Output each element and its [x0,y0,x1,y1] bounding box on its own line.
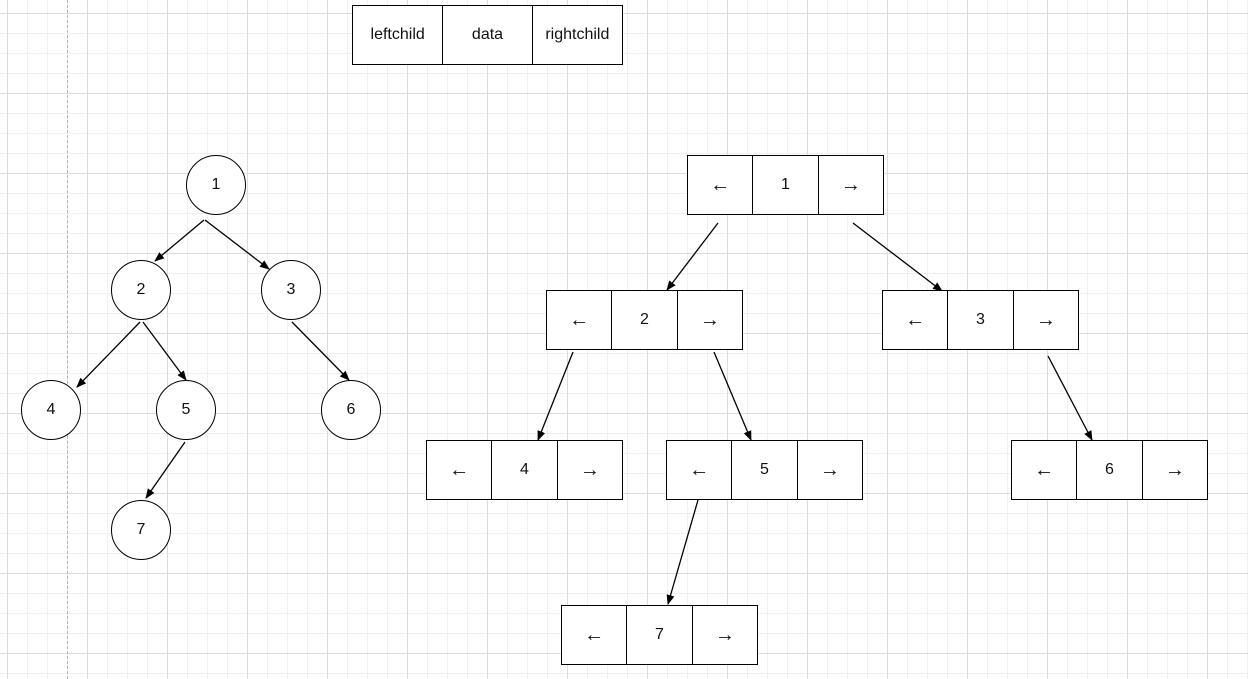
tree-node-4: 4 [21,380,81,440]
left-pointer-cell: ← [1034,458,1055,481]
tree-node-6: 6 [321,380,381,440]
pointer-edge-2-5 [713,351,752,441]
tree-node-7: 7 [111,500,171,560]
linked-node-4: ← 4 → [426,440,623,500]
edges-layer [76,219,1093,605]
linked-node-6: ← 6 → [1011,440,1208,500]
tree-edge-3-6 [291,321,350,381]
right-pointer-cell: → [1141,441,1207,499]
right-pointer-cell: → [556,441,622,499]
data-cell: 1 [752,156,817,214]
right-pointer-cell: → [691,606,757,664]
data-cell: 7 [626,606,691,664]
right-pointer-cell: → [796,441,862,499]
tree-edge-1-2 [154,219,205,262]
linked-node-3: ← 3 → [882,290,1079,350]
data-cell: 4 [491,441,556,499]
left-pointer-cell: ← [905,308,926,331]
data-cell: 6 [1076,441,1141,499]
legend-record: leftchild data rightchild [352,5,623,65]
left-pointer-cell: ← [689,458,710,481]
legend-data-field: data [442,6,531,64]
right-pointer-cell: → [817,156,883,214]
legend-leftchild-field: leftchild [370,26,425,43]
page-divider [67,0,68,679]
linked-node-7: ← 7 → [561,605,758,665]
pointer-edge-5-7 [666,499,699,605]
left-pointer-cell: ← [584,623,605,646]
tree-edge-2-4 [76,321,141,388]
linked-node-5: ← 5 → [666,440,863,500]
right-pointer-cell: → [1012,291,1078,349]
tree-node-3: 3 [261,260,321,320]
linked-node-2: ← 2 → [546,290,743,350]
left-pointer-cell: ← [449,458,470,481]
pointer-edge-2-4 [537,351,574,441]
linked-node-1: ← 1 → [687,155,884,215]
tree-edge-2-5 [142,321,187,381]
legend-rightchild-field: rightchild [531,6,622,64]
tree-edge-1-3 [204,219,270,270]
tree-edge-5-7 [145,441,186,499]
tree-node-2: 2 [111,260,171,320]
left-pointer-cell: ← [569,308,590,331]
pointer-edge-1-2 [666,222,719,291]
data-cell: 5 [731,441,796,499]
left-pointer-cell: ← [710,173,731,196]
data-cell: 3 [947,291,1012,349]
tree-node-1: 1 [186,155,246,215]
data-cell: 2 [611,291,676,349]
right-pointer-cell: → [676,291,742,349]
pointer-edge-1-3 [852,222,943,292]
pointer-edge-3-6 [1047,355,1093,441]
tree-node-5: 5 [156,380,216,440]
